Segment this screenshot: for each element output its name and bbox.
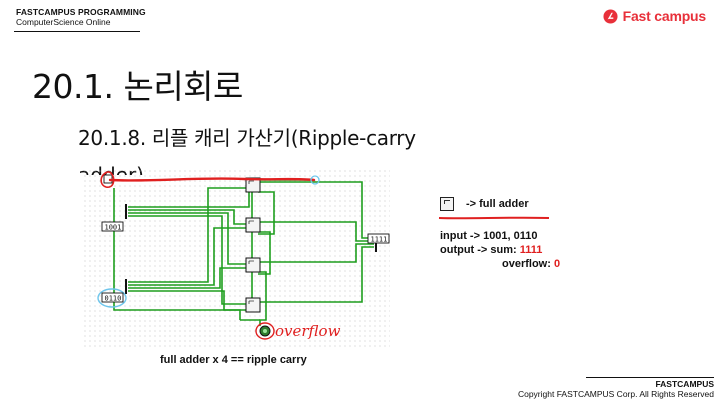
input-a-pin[interactable] — [101, 221, 124, 232]
footer-line1: FASTCAMPUS — [655, 379, 714, 389]
output-line: output -> sum: 1111 — [440, 243, 560, 257]
overflow-label: overflow: — [502, 258, 554, 270]
circuit-canvas — [84, 168, 390, 348]
overflow-line: overflow: 0 — [440, 257, 560, 271]
input-b-value: 0110 — [105, 294, 122, 302]
legend-underline — [438, 216, 550, 220]
ripple-carry-circuit: 1001 0110 1111 overflow — [84, 168, 390, 348]
output-label: output -> sum: — [440, 244, 520, 256]
input-line: input -> 1001, 0110 — [440, 230, 538, 242]
carry-in-circle — [100, 171, 115, 188]
header-line2: ComputerScience Online — [16, 17, 111, 27]
full-adder-2[interactable] — [245, 217, 261, 233]
input-b-pin[interactable] — [101, 292, 124, 303]
circuit-caption: full adder x 4 == ripple carry — [160, 354, 307, 366]
full-adder-1[interactable] — [245, 177, 261, 193]
overflow-led — [259, 325, 271, 337]
sum-value: 1111 — [519, 244, 543, 256]
header-divider — [14, 31, 140, 32]
legend-label: -> full adder — [466, 198, 529, 210]
header-brand: FASTCAMPUS PROGRAMMING ComputerScience O… — [16, 7, 146, 27]
carry-highlight-stroke — [108, 177, 316, 182]
full-adder-3[interactable] — [245, 257, 261, 273]
input-b-highlight — [97, 288, 127, 308]
footer-line2: Copyright FASTCAMPUS Corp. All Rights Re… — [517, 389, 714, 399]
fastcampus-logo-icon — [603, 8, 618, 24]
full-adder-4[interactable] — [245, 297, 261, 313]
overflow-led-circle — [255, 322, 275, 340]
overflow-annotation: overflow — [275, 322, 341, 340]
overflow-value: 0 — [553, 258, 561, 270]
slide-subtitle: 20.1.8. 리플 캐리 가산기(Ripple-carry — [78, 126, 416, 150]
logo-text: Fast campus — [622, 8, 707, 24]
fastcampus-logo: Fast campus — [603, 8, 706, 24]
full-adder-icon — [440, 197, 454, 211]
output-pin — [367, 233, 390, 244]
footer: FASTCAMPUS Copyright FASTCAMPUS Corp. Al… — [518, 379, 714, 399]
slide-title: 20.1. 논리회로 — [32, 67, 243, 106]
carry-endpoint-highlight — [310, 175, 320, 185]
header-line1: FASTCAMPUS PROGRAMMING — [16, 7, 146, 17]
footer-divider — [586, 377, 714, 378]
legend: -> full adder — [438, 194, 550, 220]
io-description: input -> 1001, 0110 output -> sum: 1111 … — [440, 229, 560, 271]
input-a-value: 1001 — [105, 223, 122, 231]
output-value: 1111 — [371, 235, 388, 243]
